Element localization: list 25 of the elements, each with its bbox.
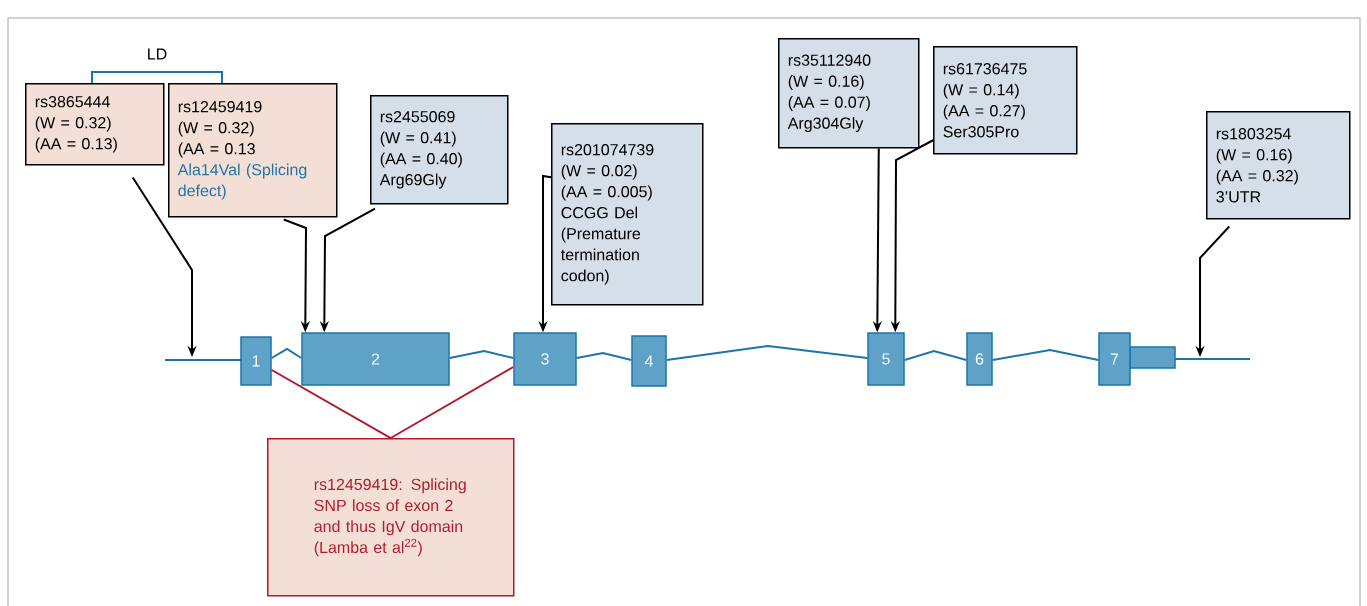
exon-box: 3 [513,332,577,386]
variant-box: rs3865444 (W = 0.32) (AA = 0.13) [25,83,165,166]
exon-box: 6 [966,332,993,386]
exon-box: 4 [631,335,667,387]
exon-box: 5 [867,332,905,386]
bracket [91,71,223,84]
intron-line [903,349,968,361]
variant-box: rs1803254 (W = 0.16) (AA = 0.32) 3’UTR [1206,111,1351,220]
edge-label: LD [143,45,171,63]
exon-box: 2 [301,332,450,386]
variant-box: rs201074739 (W = 0.02) (AA = 0.005) CCGG Del (Premature termination codon) [551,123,704,306]
note-box: rs12459419: Splicing SNP loss of exon 2 and thus IgV domain (Lamba et al$^{22}$) [267,438,515,597]
intron-line [270,347,303,359]
intron-line [991,349,1100,361]
intron-line [575,352,633,361]
intron-line [448,349,515,359]
variant-box: rs2455069 (W = 0.41) (AA = 0.40) Arg69Gly [370,95,509,205]
variant-box: rs61736475 (W = 0.14) (AA = 0.27) Ser305Pro [933,46,1078,155]
variant-box: rs35112940 (W = 0.16) (AA = 0.07) Arg304Gly [778,38,920,149]
splice-line [270,369,392,439]
splice-line [389,366,515,439]
variant-box: rs12459419 (W = 0.32) (AA = 0.13 Ala14Val (Splicing defect) [168,83,338,218]
intron-line [665,345,869,361]
exon-box: 7 [1098,332,1131,386]
exon-box: 1 [240,336,272,386]
